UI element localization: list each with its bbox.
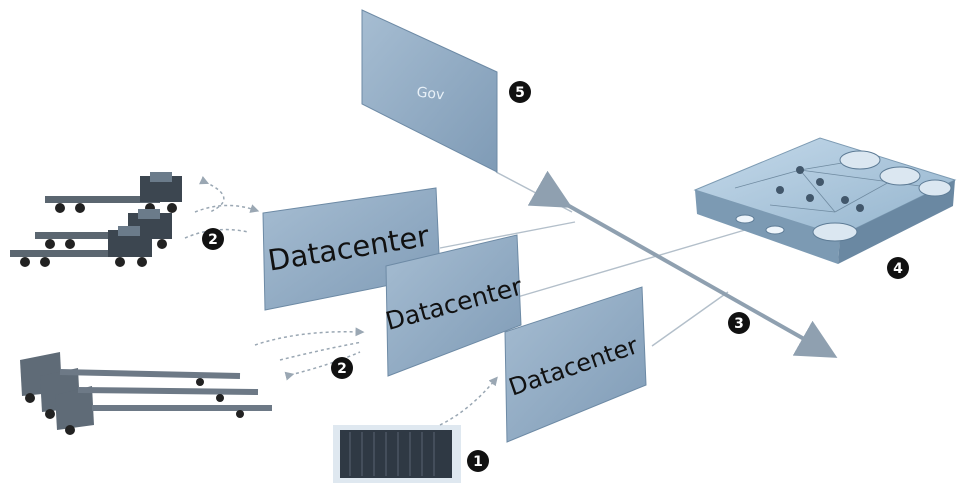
marker-1: 1 (467, 450, 489, 472)
datacenter-panel-3: Datacenter (504, 286, 647, 443)
marker-2-top: 2 (202, 228, 224, 250)
datacenter-panel-2: Datacenter (382, 234, 526, 377)
svg-text:2: 2 (337, 361, 347, 377)
shipping-container-icon (333, 425, 461, 483)
truck-convoy-icon (20, 352, 272, 435)
network-board-icon (693, 137, 957, 264)
svg-text:4: 4 (893, 261, 903, 277)
gov-panel: Gov (361, 9, 498, 173)
svg-text:2: 2 (208, 232, 218, 248)
marker-3: 3 (728, 312, 750, 334)
flatbed-truck-icon (10, 172, 182, 267)
svg-text:1: 1 (473, 454, 483, 470)
double-arrow (527, 170, 838, 358)
marker-5: 5 (509, 81, 531, 103)
marker-4: 4 (887, 257, 909, 279)
svg-text:3: 3 (734, 316, 744, 332)
marker-2-bottom: 2 (331, 357, 353, 379)
svg-text:5: 5 (515, 85, 525, 101)
gov-label: Gov (416, 85, 445, 104)
